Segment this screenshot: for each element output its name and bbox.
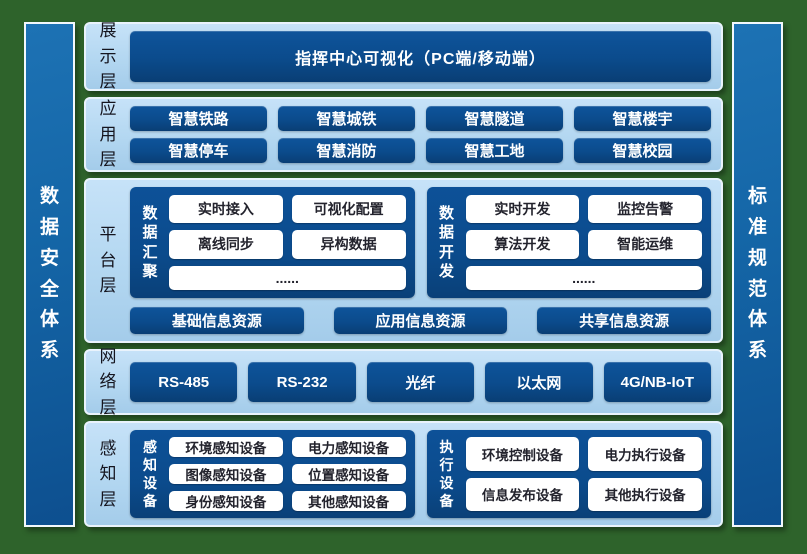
data-development-grid: 实时开发 监控告警 算法开发 智能运维 ......: [465, 195, 702, 290]
network-layer-content: RS-485 RS-232 光纤 以太网 4G/NB-IoT: [130, 358, 712, 406]
node-basic-info-resources: 基础信息资源: [130, 307, 304, 334]
node-environment-control: 环境控制设备: [465, 437, 580, 471]
group-sensing-devices: 感知设备 环境感知设备 电力感知设备 图像感知设备 位置感知设备 身份感知设备 …: [130, 430, 415, 518]
pillar-standards-label: 标准规范体系: [747, 186, 767, 362]
group-actuating-devices: 执行设备 环境控制设备 电力执行设备 信息发布设备 其他执行设备: [426, 430, 711, 518]
node-realtime-development: 实时开发: [465, 195, 580, 224]
layer-label-network: 网络层: [99, 346, 117, 417]
node-data-aggregation-more: ......: [169, 265, 406, 290]
node-smart-construction: 智慧工地: [426, 138, 563, 163]
node-smart-tunnel: 智慧隧道: [426, 106, 563, 131]
layer-panel-platform: 平台层 数据汇聚 实时接入 可视化配置 离线同步 异构数据 ......: [84, 178, 723, 343]
node-info-publishing: 信息发布设备: [465, 477, 580, 511]
node-algorithm-development: 算法开发: [465, 230, 580, 259]
node-image-sensing: 图像感知设备: [169, 464, 283, 484]
display-layer-content: 指挥中心可视化（PC端/移动端）: [130, 31, 711, 82]
node-location-sensing: 位置感知设备: [291, 464, 406, 484]
layer-label-perception: 感知层: [99, 438, 117, 509]
layer-panel-display: 展示层 指挥中心可视化（PC端/移动端）: [84, 21, 723, 92]
platform-layer-content: 数据汇聚 实时接入 可视化配置 离线同步 异构数据 ...... 数据开发: [130, 187, 712, 334]
group-label-data-aggregation: 数据汇聚: [142, 204, 158, 281]
perception-layer-content: 感知设备 环境感知设备 电力感知设备 图像感知设备 位置感知设备 身份感知设备 …: [130, 430, 711, 518]
node-power-sensing: 电力感知设备: [291, 437, 406, 457]
layer-panel-network: 网络层 RS-485 RS-232 光纤 以太网 4G/NB-IoT: [84, 346, 723, 417]
node-intelligent-ops: 智能运维: [588, 230, 702, 259]
node-other-sensing: 其他感知设备: [291, 491, 406, 511]
group-label-data-development: 数据开发: [438, 204, 454, 281]
group-label-actuating-devices: 执行设备: [439, 438, 454, 510]
node-application-info-resources: 应用信息资源: [333, 307, 508, 334]
node-ethernet: 以太网: [485, 362, 593, 402]
pillar-data-security-label: 数据安全体系: [39, 186, 59, 362]
node-smart-parking: 智慧停车: [130, 138, 267, 163]
node-visual-config: 可视化配置: [291, 195, 406, 224]
node-realtime-access: 实时接入: [169, 195, 283, 224]
node-optical-fiber: 光纤: [366, 362, 475, 402]
group-data-development: 数据开发 实时开发 监控告警 算法开发 智能运维 ......: [426, 187, 711, 298]
node-offline-sync: 离线同步: [169, 230, 283, 259]
pillar-data-security: 数据安全体系: [24, 22, 75, 527]
node-identity-sensing: 身份感知设备: [169, 491, 283, 511]
node-power-actuating: 电力执行设备: [588, 437, 702, 471]
application-layer-content: 智慧铁路 智慧城铁 智慧隧道 智慧楼宇 智慧停车 智慧消防 智慧工地 智慧校园: [130, 106, 711, 163]
data-aggregation-grid: 实时接入 可视化配置 离线同步 异构数据 ......: [169, 195, 406, 290]
layer-label-display: 展示层: [99, 21, 117, 92]
platform-groups-row: 数据汇聚 实时接入 可视化配置 离线同步 异构数据 ...... 数据开发: [130, 187, 711, 298]
node-environment-sensing: 环境感知设备: [169, 437, 283, 457]
node-smart-building: 智慧楼宇: [574, 106, 711, 131]
node-shared-info-resources: 共享信息资源: [537, 307, 712, 334]
layer-label-application: 应用层: [99, 99, 117, 170]
layer-panel-perception: 感知层 感知设备 环境感知设备 电力感知设备 图像感知设备 位置感知设备 身份感…: [84, 421, 723, 527]
node-data-development-more: ......: [465, 265, 702, 290]
node-smart-railway: 智慧铁路: [130, 106, 267, 131]
sensing-devices-grid: 环境感知设备 电力感知设备 图像感知设备 位置感知设备 身份感知设备 其他感知设…: [169, 437, 406, 511]
node-smart-campus: 智慧校园: [574, 138, 711, 163]
group-label-sensing-devices: 感知设备: [142, 438, 157, 510]
node-command-center-visualization: 指挥中心可视化（PC端/移动端）: [130, 31, 711, 82]
pillar-standards: 标准规范体系: [732, 22, 783, 527]
layer-label-platform: 平台层: [99, 225, 117, 296]
layers-column: 展示层 指挥中心可视化（PC端/移动端） 应用层 智慧铁路 智慧城铁 智慧隧道 …: [84, 21, 723, 527]
node-rs232: RS-232: [248, 362, 356, 402]
node-monitoring-alerts: 监控告警: [588, 195, 702, 224]
node-heterogeneous-data: 异构数据: [291, 230, 406, 259]
node-4g-nbiot: 4G/NB-IoT: [603, 362, 712, 402]
node-rs485: RS-485: [130, 362, 238, 402]
actuating-devices-grid: 环境控制设备 电力执行设备 信息发布设备 其他执行设备: [465, 437, 702, 511]
node-smart-firefighting: 智慧消防: [278, 138, 415, 163]
layer-panel-application: 应用层 智慧铁路 智慧城铁 智慧隧道 智慧楼宇 智慧停车 智慧消防 智慧工地 智…: [84, 97, 723, 172]
node-smart-metro: 智慧城铁: [278, 106, 415, 131]
platform-resources-row: 基础信息资源 应用信息资源 共享信息资源: [130, 307, 712, 334]
group-data-aggregation: 数据汇聚 实时接入 可视化配置 离线同步 异构数据 ......: [130, 187, 415, 298]
node-other-actuating: 其他执行设备: [588, 477, 702, 511]
